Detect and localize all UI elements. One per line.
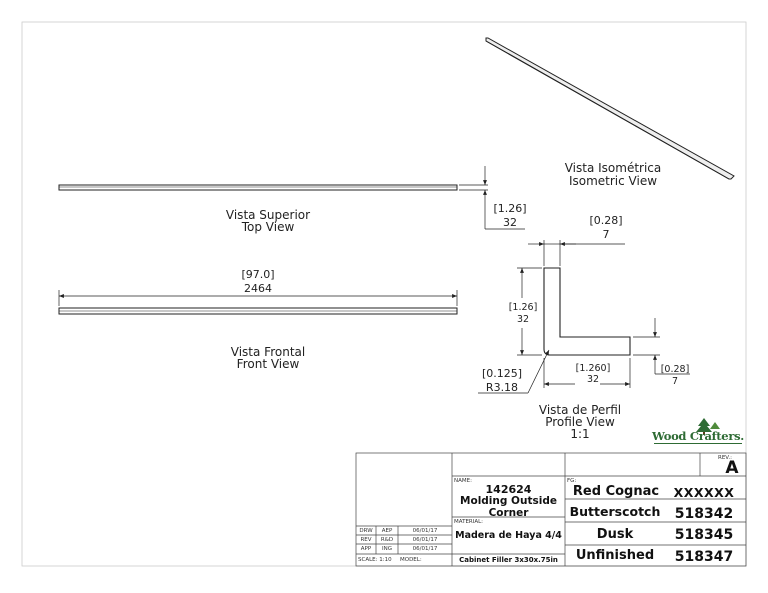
part-name-line-2: Corner xyxy=(488,507,529,519)
finish-name-dusk: Dusk xyxy=(596,527,634,542)
approval-date-app: 06/01/17 xyxy=(412,546,438,552)
woodcrafters-logo: Wood Crafters. xyxy=(652,416,744,446)
scale-label: SCALE: 1:10 xyxy=(358,557,392,563)
fg-label: FG: xyxy=(567,478,577,484)
profile-height-mm: 32 xyxy=(516,314,530,325)
front-length-mm: 2464 xyxy=(244,282,272,295)
profile-width-mm: 7 xyxy=(602,228,610,241)
profile-thickness-inch: [0.28] xyxy=(660,364,690,375)
isometric-part xyxy=(485,37,735,180)
part-number: 142624 xyxy=(485,483,532,496)
rev-value: A xyxy=(725,458,739,478)
front-view-label-en: Front View xyxy=(236,357,300,371)
finish-code-red-cognac: XXXXXX xyxy=(673,485,735,500)
rev-label: REV.: xyxy=(718,455,732,461)
profile-view-label-en: Profile View xyxy=(545,415,615,429)
finish-code-butterscotch: 518342 xyxy=(674,506,734,522)
approval-initials-rev: R&D xyxy=(380,537,394,543)
finish-name-red-cognac: Red Cognac xyxy=(572,484,660,499)
profile-radius-mm: R3.18 xyxy=(485,381,519,394)
brand-name: Wood Crafters. xyxy=(652,429,744,443)
profile-view-part xyxy=(543,267,631,356)
model-label: MODEL: xyxy=(400,557,422,563)
part-name-line-1: Molding Outside xyxy=(460,495,557,507)
model-value: Cabinet Filler 3x30x.75in xyxy=(459,556,558,564)
isometric-label-es: Vista Isométrica xyxy=(564,161,662,175)
profile-thickness-mm: 7 xyxy=(671,376,679,387)
profile-scale-label: 1:1 xyxy=(570,427,590,441)
brand-underline xyxy=(654,443,742,444)
approval-date-rev: 06/01/17 xyxy=(412,537,438,543)
name-label: NAME: xyxy=(454,478,472,484)
finish-code-dusk: 518345 xyxy=(674,527,734,543)
approval-role-app: APP xyxy=(360,546,372,552)
material-value: Madera de Haya 4/4 xyxy=(455,530,562,541)
profile-dimensions xyxy=(478,240,690,394)
profile-base-inch: [1.260] xyxy=(575,363,611,374)
front-length-inch: [97.0] xyxy=(241,268,275,281)
approval-role-drw: DRW xyxy=(359,528,373,534)
top-view-part xyxy=(58,184,458,191)
top-thickness-mm: 32 xyxy=(503,216,517,229)
approval-role-rev: REV xyxy=(360,537,372,543)
title-block-grid xyxy=(355,452,747,567)
approval-date-drw: 06/01/17 xyxy=(412,528,438,534)
profile-view-label-es: Vista de Perfil xyxy=(538,403,622,417)
profile-base-mm: 32 xyxy=(586,374,600,385)
tree-icon xyxy=(696,418,720,435)
front-length-dimension xyxy=(58,290,458,306)
approval-initials-app: ING xyxy=(382,546,392,552)
profile-height-inch: [1.26] xyxy=(508,302,538,313)
front-view-label-es: Vista Frontal xyxy=(230,345,306,359)
top-view-label-es: Vista Superior xyxy=(225,208,311,222)
finish-code-unfinished: 518347 xyxy=(674,549,734,565)
front-view-part xyxy=(58,307,458,315)
finish-name-unfinished: Unfinished xyxy=(575,548,655,563)
top-thickness-inch: [1.26] xyxy=(493,202,527,215)
isometric-label-en: Isometric View xyxy=(568,174,658,188)
top-thickness-dimension xyxy=(459,166,525,230)
profile-radius-inch: [0.125] xyxy=(481,367,523,380)
profile-width-inch: [0.28] xyxy=(589,214,623,227)
finish-name-butterscotch: Butterscotch xyxy=(569,504,661,519)
material-label: MATERIAL: xyxy=(454,519,484,525)
approval-initials-drw: AEP xyxy=(381,528,393,534)
top-view-label-en: Top View xyxy=(241,220,295,234)
